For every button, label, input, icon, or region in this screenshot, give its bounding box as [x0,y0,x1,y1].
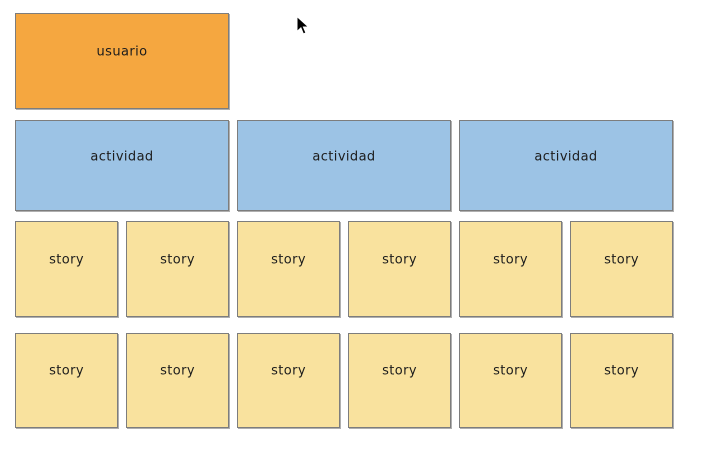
story-card[interactable]: story [15,333,118,428]
story-card[interactable]: story [237,221,340,317]
activity-card[interactable]: actividad [15,120,229,211]
story-card-label: story [271,252,306,268]
story-card[interactable]: story [570,221,673,317]
story-card[interactable]: story [459,333,562,428]
activity-card[interactable]: actividad [237,120,451,211]
story-card[interactable]: story [348,333,451,428]
story-card[interactable]: story [459,221,562,317]
story-card[interactable]: story [126,221,229,317]
activity-card-label: actividad [90,149,154,165]
story-card[interactable]: story [237,333,340,428]
story-card-label: story [160,363,195,379]
story-card-label: story [604,252,639,268]
story-card-label: story [271,363,306,379]
story-card-label: story [493,363,528,379]
mouse-cursor-icon [296,16,310,35]
story-card[interactable]: story [348,221,451,317]
story-card-label: story [49,363,84,379]
story-card-label: story [382,252,417,268]
activity-card-label: actividad [312,149,376,165]
activity-card[interactable]: actividad [459,120,673,211]
user-card-label: usuario [96,44,148,60]
story-card-label: story [49,252,84,268]
story-card[interactable]: story [126,333,229,428]
activity-card-label: actividad [534,149,598,165]
user-card[interactable]: usuario [15,13,229,109]
story-card-label: story [382,363,417,379]
story-card-label: story [160,252,195,268]
story-card-label: story [493,252,528,268]
story-card[interactable]: story [15,221,118,317]
story-card[interactable]: story [570,333,673,428]
story-card-label: story [604,363,639,379]
